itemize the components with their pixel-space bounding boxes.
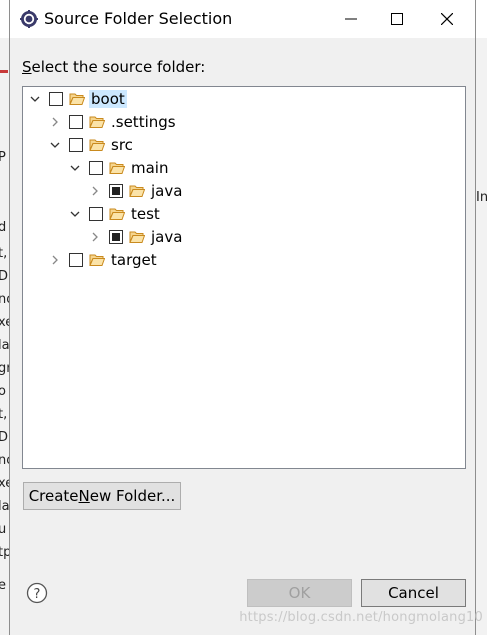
tree-item-label: target: [111, 251, 157, 269]
window-title: Source Folder Selection: [44, 9, 233, 28]
chevron-down-icon[interactable]: [69, 162, 81, 174]
tree-item-test-java[interactable]: java: [89, 226, 184, 248]
select-folder-prompt: Select the source folder:: [22, 58, 206, 76]
checkbox[interactable]: [69, 253, 83, 267]
folder-tree[interactable]: boot .settings src main java: [22, 86, 466, 469]
chevron-right-icon[interactable]: [49, 254, 61, 266]
tree-item-boot[interactable]: boot: [29, 88, 127, 110]
ok-button[interactable]: OK: [247, 579, 352, 607]
tree-item-label: boot: [89, 90, 127, 108]
open-folder-icon: [89, 139, 105, 151]
background-text: xe: [0, 315, 10, 330]
open-folder-icon: [89, 116, 105, 128]
cancel-button[interactable]: Cancel: [361, 579, 466, 607]
background-text: u: [0, 522, 7, 537]
open-folder-icon: [129, 185, 145, 197]
minimize-icon: [345, 18, 357, 20]
open-folder-icon: [109, 208, 125, 220]
background-text: d: [0, 220, 7, 235]
chevron-right-icon[interactable]: [89, 231, 101, 243]
chevron-down-icon[interactable]: [69, 208, 81, 220]
close-button[interactable]: [424, 0, 470, 38]
tree-item-label: test: [131, 205, 160, 223]
background-text: P: [0, 150, 6, 165]
background-text: gr: [0, 361, 10, 376]
tree-item-target[interactable]: target: [49, 249, 159, 271]
chevron-down-icon[interactable]: [29, 93, 41, 105]
tree-item-settings[interactable]: .settings: [49, 111, 178, 133]
background-window-right: Ini: [475, 38, 487, 635]
tree-item-main[interactable]: main: [69, 157, 170, 179]
checkbox-partial[interactable]: [109, 184, 123, 198]
background-marker: [0, 70, 8, 73]
maximize-button[interactable]: [374, 0, 420, 38]
svg-text:?: ?: [34, 587, 41, 602]
background-text: no: [0, 292, 10, 307]
open-folder-icon: [109, 162, 125, 174]
background-text: o: [0, 384, 6, 399]
background-text: xe: [0, 476, 10, 491]
watermark: https://blog.csdn.net/hongmolang10: [239, 610, 483, 625]
checkbox[interactable]: [69, 115, 83, 129]
chevron-down-icon[interactable]: [49, 139, 61, 151]
background-text: Ini: [476, 190, 487, 205]
background-text: t,: [0, 407, 8, 422]
tree-item-label: main: [131, 159, 169, 177]
checkbox[interactable]: [89, 207, 103, 221]
open-folder-icon: [89, 254, 105, 266]
tree-item-test[interactable]: test: [69, 203, 162, 225]
open-folder-icon: [129, 231, 145, 243]
background-text: e: [0, 578, 6, 593]
tree-item-label: .settings: [111, 113, 176, 131]
background-text: la: [0, 338, 10, 353]
background-text: Du: [0, 430, 10, 445]
help-icon[interactable]: ?: [26, 582, 48, 604]
background-window-left: P d t, Du no xe la gr o t, Du no xe la u…: [0, 38, 10, 635]
close-icon: [441, 13, 453, 25]
checkbox[interactable]: [69, 138, 83, 152]
tree-item-src[interactable]: src: [49, 134, 135, 156]
background-text: Du: [0, 269, 10, 284]
chevron-right-icon[interactable]: [89, 185, 101, 197]
minimize-button[interactable]: [328, 0, 374, 38]
background-text: no: [0, 453, 10, 468]
tree-item-label: java: [151, 182, 183, 200]
checkbox[interactable]: [89, 161, 103, 175]
tree-item-main-java[interactable]: java: [89, 180, 184, 202]
background-text: t,: [0, 246, 8, 261]
checkbox-partial[interactable]: [109, 230, 123, 244]
background-text: la: [0, 499, 10, 514]
chevron-right-icon[interactable]: [49, 116, 61, 128]
source-folder-dialog: Source Folder Selection Select the sourc…: [9, 0, 476, 635]
checkbox[interactable]: [49, 92, 63, 106]
maximize-icon: [391, 13, 403, 25]
background-text: tp: [0, 545, 10, 560]
open-folder-icon: [69, 93, 85, 105]
eclipse-app-icon: [20, 10, 38, 28]
title-bar[interactable]: Source Folder Selection: [10, 0, 475, 38]
tree-item-label: java: [151, 228, 183, 246]
tree-item-label: src: [111, 136, 133, 154]
